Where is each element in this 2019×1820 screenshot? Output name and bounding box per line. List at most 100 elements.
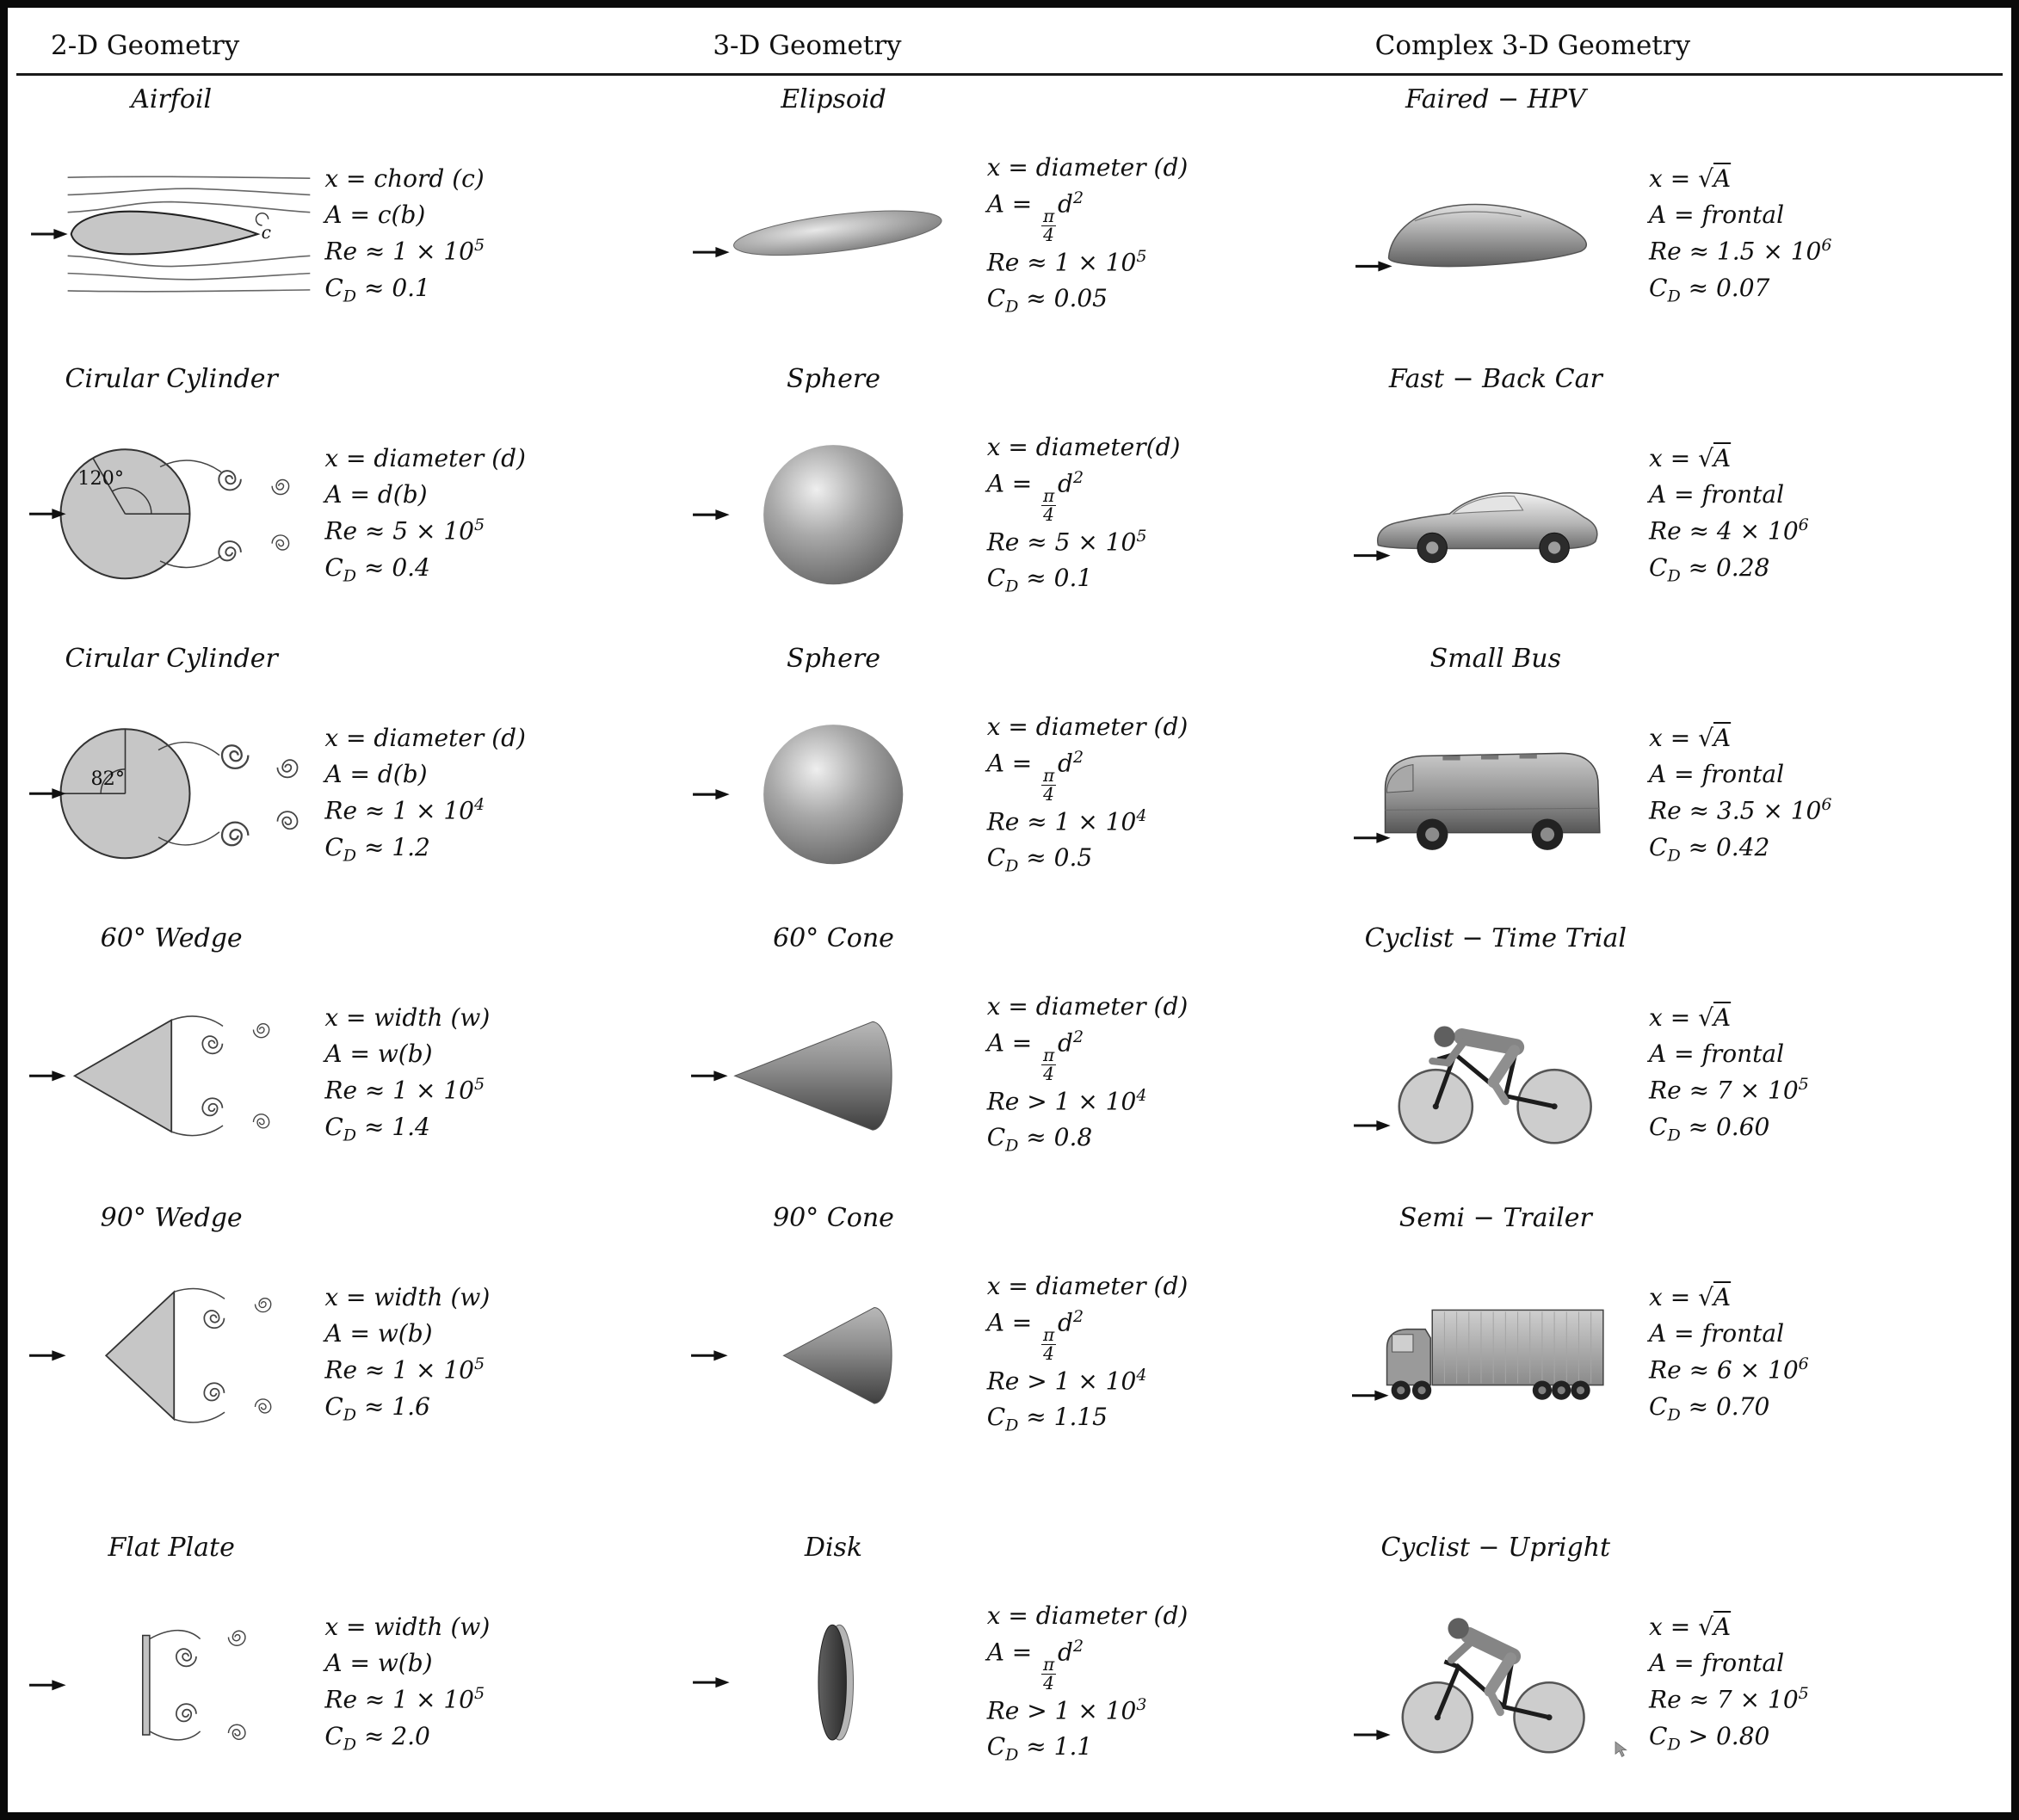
param-reynolds: Re ≈ 3.5 × 106 <box>1649 795 1832 825</box>
param-drag-coefficient: CD ≈ 1.15 <box>986 1403 1108 1436</box>
hpv-fairing-body <box>1387 203 1587 268</box>
param-x: x = diameter (d) <box>986 713 1189 742</box>
param-reynolds: Re ≈ 1 × 105 <box>986 247 1147 277</box>
figure-params: x = √A A = frontal Re ≈ 7 × 105 CD ≈ 0.6… <box>1645 1000 1997 1147</box>
figure-title: Small Bus <box>1429 644 1562 674</box>
vortex-swirl-icon <box>252 1114 270 1129</box>
flow-arrow-icon <box>1352 1119 1392 1132</box>
param-drag-coefficient: CD ≈ 0.05 <box>986 284 1108 318</box>
param-area: A = w(b) <box>324 1319 433 1348</box>
separation-angle-label: 120° <box>77 467 124 490</box>
figure-params: x = width (w) A = w(b) Re ≈ 1 × 105 CD ≈… <box>321 1000 673 1147</box>
wedge-wake-illustration <box>28 1015 270 1137</box>
param-x: x = diameter (d) <box>986 1272 1189 1301</box>
separation-angle-label: 82° <box>90 768 125 790</box>
param-area: A = frontal <box>1649 1649 1785 1678</box>
param-area: A = frontal <box>1649 760 1785 789</box>
param-drag-coefficient: CD ≈ 0.1 <box>986 564 1093 597</box>
param-reynolds: Re ≈ 1 × 105 <box>324 1354 485 1385</box>
param-reynolds: Re ≈ 7 × 105 <box>1649 1075 1809 1105</box>
fastback-car-illustration <box>1352 492 1598 564</box>
param-reynolds: Re ≈ 5 × 105 <box>324 515 485 546</box>
param-x: x = √A <box>1649 724 1732 753</box>
param-drag-coefficient: CD ≈ 0.28 <box>1649 552 1770 586</box>
airfoil-body <box>70 211 261 256</box>
figure-title: 60° Cone <box>773 923 894 953</box>
param-drag-coefficient: CD ≈ 2.0 <box>324 1721 430 1755</box>
param-area: A = frontal <box>1649 1319 1785 1348</box>
car-figure <box>1346 394 1645 635</box>
figure-title: Cyclist − Upright <box>1380 1533 1611 1563</box>
sphere-illustration <box>691 725 904 865</box>
rider-torso <box>1453 1028 1524 1056</box>
figure-title: Cyclist − Time Trial <box>1364 923 1627 953</box>
figure-title: Cirular Cylinder <box>65 644 278 674</box>
wedge-body <box>72 1019 173 1133</box>
param-area: A = d(b) <box>324 760 428 789</box>
figure-params: x = √A A = frontal Re ≈ 1.5 × 106 CD ≈ 0… <box>1645 161 1997 308</box>
param-area: A = w(b) <box>324 1040 433 1069</box>
truck-figure <box>1346 1233 1645 1474</box>
figure-grid: Airfoil c <box>16 76 2003 1804</box>
flow-arrow-icon <box>691 508 732 522</box>
mouse-cursor <box>1615 1741 1627 1758</box>
cell-wedge-60: 60° Wedge x = width (w) <box>16 915 678 1194</box>
cylinder-figure: 120° <box>22 394 321 635</box>
param-reynolds: Re ≈ 6 × 106 <box>1649 1354 1809 1385</box>
param-area: A = frontal <box>1649 480 1785 509</box>
airfoil-figure: c <box>22 114 321 355</box>
param-drag-coefficient: CD ≈ 0.4 <box>324 552 430 586</box>
figure-title: Sphere <box>787 644 880 674</box>
param-area: A = c(b) <box>324 201 426 230</box>
header-3d-geometry: 3-D Geometry <box>713 30 902 61</box>
disk-face <box>818 1625 848 1741</box>
flow-arrow-icon <box>28 1678 68 1693</box>
figure-title: 90° Cone <box>773 1203 894 1233</box>
cell-cylinder-82: Cirular Cylinder 82° <box>16 635 678 915</box>
param-reynolds: Re ≈ 7 × 105 <box>1649 1684 1809 1714</box>
wedge-figure <box>22 953 321 1194</box>
flow-arrow-icon <box>1352 831 1392 845</box>
flow-arrow-icon <box>689 1069 730 1083</box>
param-x: x = width (w) <box>324 1283 491 1312</box>
param-x: x = √A <box>1649 1283 1732 1312</box>
disk-figure <box>683 1563 983 1804</box>
sphere-figure <box>683 394 983 635</box>
param-reynolds: Re > 1 × 103 <box>986 1695 1147 1725</box>
param-drag-coefficient: CD ≈ 1.1 <box>986 1732 1093 1766</box>
vortex-swirl-icon <box>271 534 290 551</box>
param-drag-coefficient: CD ≈ 0.8 <box>986 1123 1093 1157</box>
cell-cyclist-time-trial: Cyclist − Time Trial <box>1341 915 2003 1194</box>
ellipsoid-illustration <box>691 210 942 259</box>
cylinder-wake-illustration: 82° <box>28 728 299 860</box>
vortex-swirl-icon <box>220 821 250 847</box>
param-reynolds: Re ≈ 1.5 × 106 <box>1649 236 1832 266</box>
disk-illustration <box>691 1625 855 1741</box>
cell-small-bus: Small Bus x = √A A = frontal <box>1341 635 2003 915</box>
figure-title: Semi − Trailer <box>1398 1203 1592 1233</box>
flow-arrow-icon <box>1352 1728 1392 1742</box>
cone-illustration <box>689 1307 892 1404</box>
flow-arrow-icon <box>691 1675 732 1690</box>
figure-title: Elipsoid <box>781 84 886 114</box>
param-x: x = diameter (d) <box>986 992 1189 1021</box>
streamlines <box>67 176 311 293</box>
column-headers: 2-D Geometry 3-D Geometry Complex 3-D Ge… <box>16 16 2003 76</box>
cylinder-wake-illustration: 120° <box>28 448 290 580</box>
cell-airfoil: Airfoil c <box>16 76 678 355</box>
param-reynolds: Re > 1 × 104 <box>986 1366 1147 1396</box>
param-reynolds: Re ≈ 1 × 105 <box>324 1075 485 1105</box>
header-2d-geometry: 2-D Geometry <box>51 30 240 61</box>
vortex-swirl-icon <box>276 759 299 779</box>
figure-params: x = √A A = frontal Re ≈ 4 × 106 CD ≈ 0.2… <box>1645 441 1997 588</box>
param-x: x = √A <box>1649 164 1732 194</box>
param-x: x = chord (c) <box>324 164 485 194</box>
sphere-body <box>763 725 904 865</box>
